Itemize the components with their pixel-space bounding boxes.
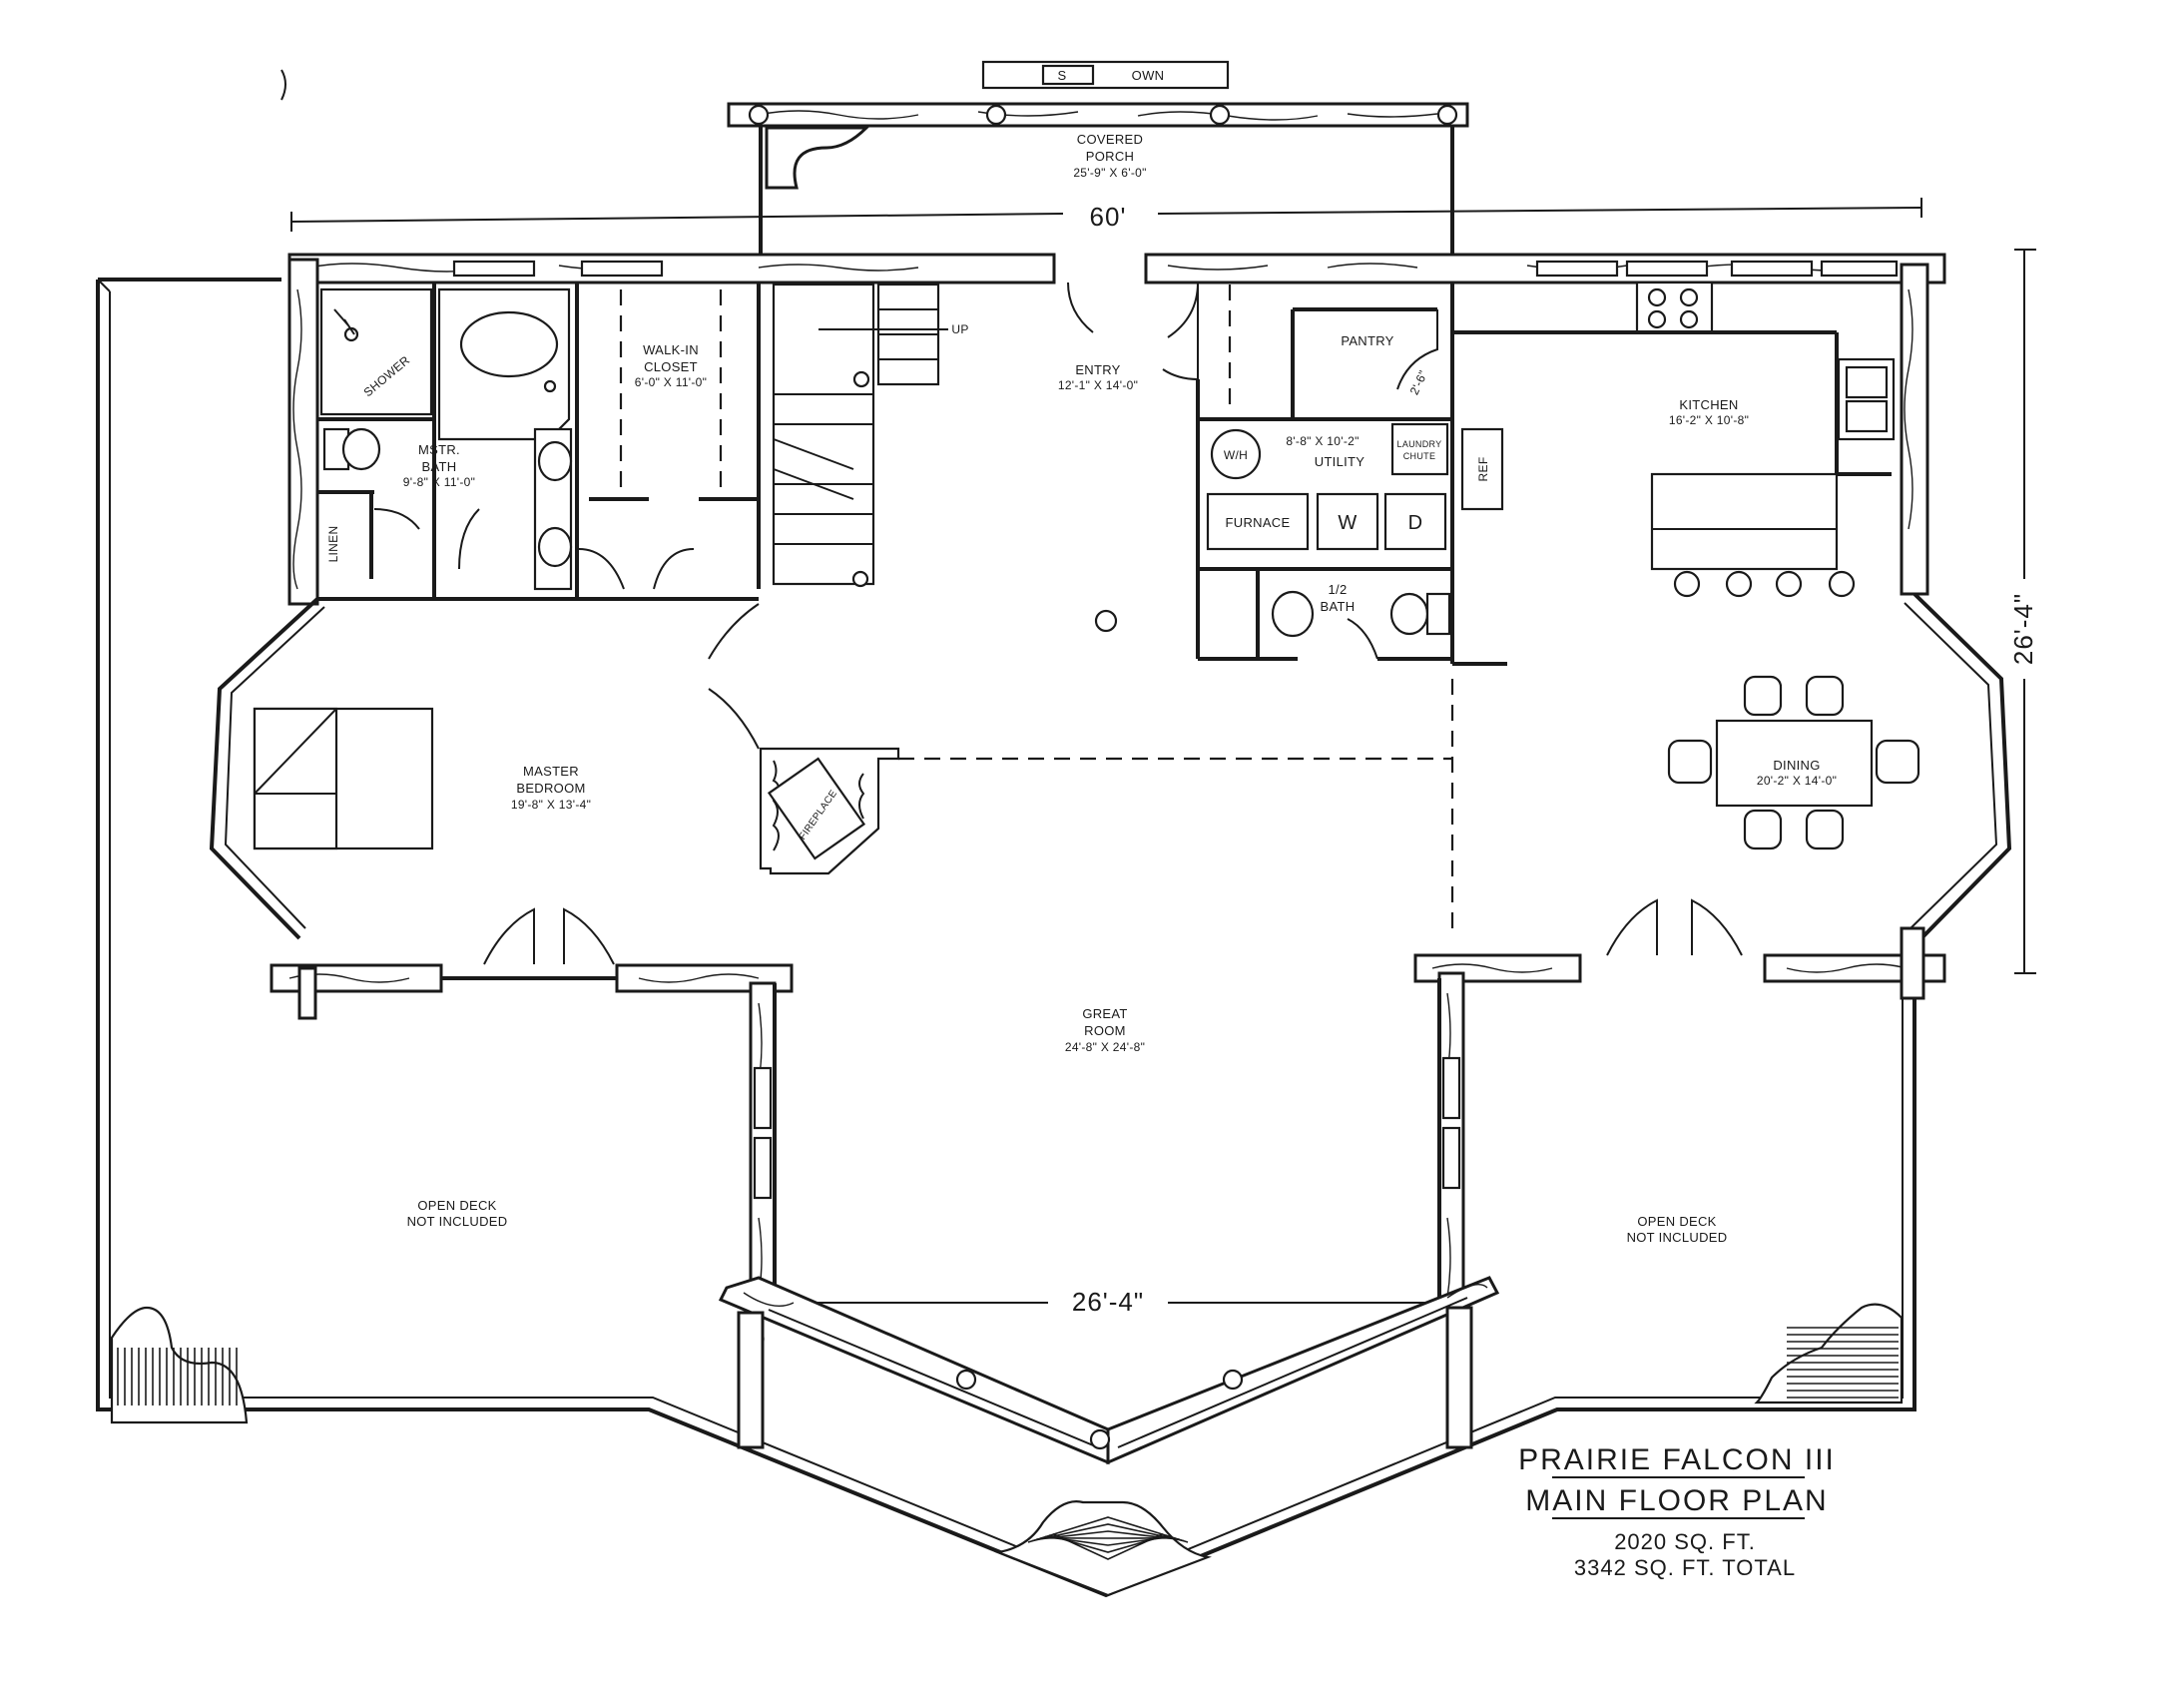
stair-tread-line: [1052, 1532, 1164, 1560]
overall-depth-label: 26'-4": [2008, 593, 2038, 665]
dining-label: DINING: [1773, 758, 1820, 773]
deck-left-label-2: NOT INCLUDED: [407, 1214, 508, 1229]
mstr-bath-label-1: MSTR.: [418, 442, 460, 457]
water-heater-label: W/H: [1224, 448, 1248, 462]
dining-table: [1667, 675, 1920, 850]
dining-size: 20'-2" X 14'-0": [1757, 774, 1837, 788]
great-room-size: 24'-8" X 24'-8": [1065, 1040, 1145, 1054]
master-size: 19'-8" X 13'-4": [511, 798, 591, 812]
ref-label: REF: [1476, 457, 1490, 482]
great-room-label-1: GREAT: [1082, 1006, 1127, 1021]
porch-label-1: COVERED: [1077, 132, 1143, 147]
plan-name: PRAIRIE FALCON III: [1518, 1443, 1836, 1476]
furnace-label: FURNACE: [1226, 515, 1291, 530]
entry-size: 12'-1" X 14'-0": [1058, 378, 1138, 392]
utility-size: 8'-8" X 10'-2": [1286, 434, 1359, 448]
great-room-width-label: 26'-4": [1072, 1287, 1144, 1317]
linen-label: LINEN: [326, 526, 340, 563]
walkin-label-1: WALK-IN: [643, 342, 699, 357]
master-bedroom-door: [708, 603, 760, 750]
svg-text:S: S: [1058, 68, 1067, 83]
washer-label: W: [1338, 512, 1357, 534]
front-wall: [287, 253, 1946, 284]
great-room-width-dimension: 26'-4": [784, 1287, 1429, 1317]
great-room-label-2: ROOM: [1084, 1023, 1126, 1038]
walkin-label-2: CLOSET: [644, 359, 698, 374]
utility-label: UTILITY: [1315, 454, 1365, 469]
overall-depth-dimension: 26'-4": [2008, 249, 2038, 974]
master-label-1: MASTER: [523, 764, 579, 779]
half-bath-label-2: BATH: [1321, 599, 1356, 614]
top-stair-block: S OWN: [981, 60, 1230, 90]
entry-label: ENTRY: [1075, 362, 1120, 377]
great-room-bay: [718, 1276, 1500, 1465]
deck-stair-bottom: [993, 1500, 1212, 1597]
porch-size: 25'-9" X 6'-0": [1073, 166, 1146, 180]
master-bed: [253, 707, 434, 850]
walkin-size: 6'-0" X 11'-0": [635, 375, 707, 389]
overall-width-dimension: 60': [290, 198, 1922, 232]
kitchen-fixtures: [1452, 281, 1896, 666]
kitchen-size: 16'-2" X 10'-8": [1669, 413, 1749, 427]
half-bath-label-1: 1/2: [1329, 582, 1348, 597]
overall-width-label: 60': [1090, 202, 1127, 232]
mstr-bath-label-2: BATH: [422, 459, 457, 474]
master-suite-walls: [209, 258, 794, 1020]
deck-stair-right: [1754, 1303, 1904, 1404]
svg-text:OWN: OWN: [1132, 68, 1165, 83]
total-sqft: 3342 SQ. FT. TOTAL: [1574, 1555, 1796, 1580]
deck-left-label-1: OPEN DECK: [417, 1198, 496, 1213]
dryer-label: D: [1408, 512, 1423, 534]
dining-walls: [1413, 263, 2012, 1000]
porch-label-2: PORCH: [1086, 149, 1134, 164]
master-bath-fixtures: [317, 282, 761, 599]
master-deck-doors: [483, 907, 615, 965]
utility-block: [1196, 282, 1454, 664]
great-room-walls: [749, 679, 1465, 1315]
kitchen-label: KITCHEN: [1679, 397, 1738, 412]
title-block: PRAIRIE FALCON III MAIN FLOOR PLAN 2020 …: [1518, 1443, 1836, 1580]
laundry-label-1: LAUNDRY: [1397, 439, 1442, 449]
laundry-label-2: CHUTE: [1403, 451, 1436, 461]
master-label-2: BEDROOM: [516, 781, 585, 796]
entry-column: [1094, 609, 1118, 633]
main-sqft: 2020 SQ. FT.: [1614, 1529, 1756, 1554]
stairway: [772, 282, 948, 588]
deck-stair-left: [110, 1306, 249, 1424]
fireplace: [759, 747, 900, 875]
mstr-bath-size: 9'-8" X 11'-0": [403, 475, 475, 489]
up-label: UP: [951, 322, 968, 336]
refrigerator: [1460, 427, 1504, 511]
pantry-label: PANTRY: [1341, 333, 1393, 348]
stray-mark: [280, 69, 286, 101]
porch-beam: [727, 102, 1469, 260]
pantry-door-size: 2'-6": [1407, 368, 1430, 397]
deck-right-label-2: NOT INCLUDED: [1627, 1230, 1728, 1245]
plan-subtitle: MAIN FLOOR PLAN: [1525, 1484, 1828, 1517]
deck-right-label-1: OPEN DECK: [1637, 1214, 1716, 1229]
